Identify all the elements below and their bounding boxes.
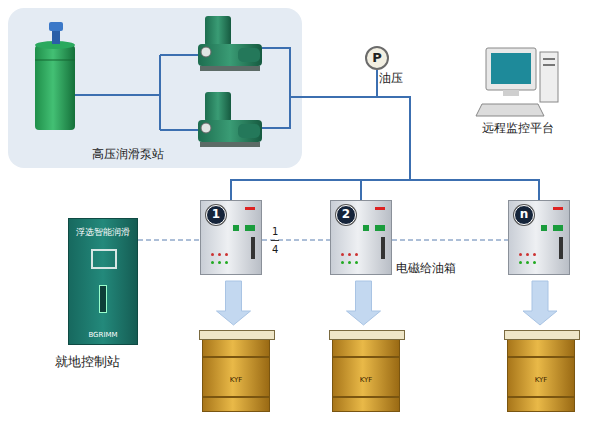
callout-number: 2: [336, 205, 356, 225]
callout-number: n: [514, 205, 534, 225]
monitor-screen: [91, 249, 117, 269]
indicator-light: [553, 225, 563, 231]
cell-lid: [504, 330, 580, 340]
led: [341, 253, 344, 256]
flotation-cell: KYF: [507, 335, 575, 412]
cell-lid: [199, 330, 275, 340]
led: [526, 253, 529, 256]
gauge-strip: [381, 237, 385, 259]
computer-icon: [476, 48, 558, 116]
pump-lower: [198, 92, 262, 147]
callout-number: 1: [206, 205, 226, 225]
node-text: BGRIMM: [69, 331, 137, 339]
flotation-cell: KYF: [202, 335, 270, 412]
oil-pipe: [302, 97, 410, 200]
solenoid-feed-box: 2: [330, 200, 392, 275]
indicator-bar: [245, 207, 255, 210]
cell-band: [203, 356, 269, 358]
cell-lid: [329, 330, 405, 340]
cell-band: [333, 396, 399, 398]
flotation-cell: KYF: [332, 335, 400, 412]
button-column: [99, 285, 107, 313]
led: [218, 261, 221, 264]
feed-arrow: [523, 281, 557, 325]
pump-upper: [198, 16, 262, 71]
oil-pipe: [231, 97, 410, 200]
node-text: 油压: [379, 72, 403, 86]
label: 4: [272, 244, 278, 256]
signal-line: [138, 240, 200, 241]
led: [225, 261, 228, 264]
indicator-light: [233, 225, 239, 231]
pump-station-panel: [8, 8, 302, 168]
feed-arrow: [347, 281, 381, 325]
led: [533, 261, 536, 264]
fraction-dash: [271, 240, 279, 241]
cell-band: [508, 356, 574, 358]
led: [519, 253, 522, 256]
pump-station: 高压润滑泵站: [8, 8, 302, 168]
node-text: 就地控制站: [55, 355, 120, 370]
pressure-gauge: P油压: [365, 46, 389, 70]
oil-pipe: [302, 70, 377, 97]
indicator-light: [541, 225, 547, 231]
led: [348, 253, 351, 256]
gauge-strip: [251, 237, 255, 259]
label: 1: [272, 226, 278, 238]
node-text: P: [367, 48, 387, 68]
led: [355, 253, 358, 256]
led: [211, 261, 214, 264]
node-text: KYF: [333, 376, 399, 384]
indicator-bar: [375, 207, 385, 210]
led: [519, 261, 522, 264]
led: [355, 261, 358, 264]
indicator-bar: [553, 207, 563, 210]
station-pipes: [75, 48, 302, 130]
node-text: KYF: [508, 376, 574, 384]
node-text: KYF: [203, 376, 269, 384]
node-text: 浮选智能润滑: [69, 227, 137, 237]
local-control-cabinet: 浮选智能润滑BGRIMM就地控制站: [68, 218, 138, 345]
led: [225, 253, 228, 256]
led: [218, 253, 221, 256]
oil-tank: [35, 22, 75, 130]
node-text: 高压润滑泵站: [92, 148, 164, 162]
cell-band: [203, 396, 269, 398]
oil-pipe: [302, 97, 539, 200]
led: [211, 253, 214, 256]
solenoid-feed-box: n: [508, 200, 570, 275]
cell-band: [508, 396, 574, 398]
label: 远程监控平台: [482, 122, 554, 136]
solenoid-feed-box: 1: [200, 200, 262, 275]
gauge-strip: [559, 237, 563, 259]
cell-band: [333, 356, 399, 358]
indicator-light: [363, 225, 369, 231]
led: [341, 261, 344, 264]
signal-line: [392, 240, 508, 241]
feed-arrow: [217, 281, 251, 325]
label: 电磁给油箱: [396, 262, 456, 276]
indicator-light: [375, 225, 385, 231]
led: [526, 261, 529, 264]
signal-line: [262, 240, 330, 241]
led: [348, 261, 351, 264]
indicator-light: [245, 225, 255, 231]
led: [533, 253, 536, 256]
